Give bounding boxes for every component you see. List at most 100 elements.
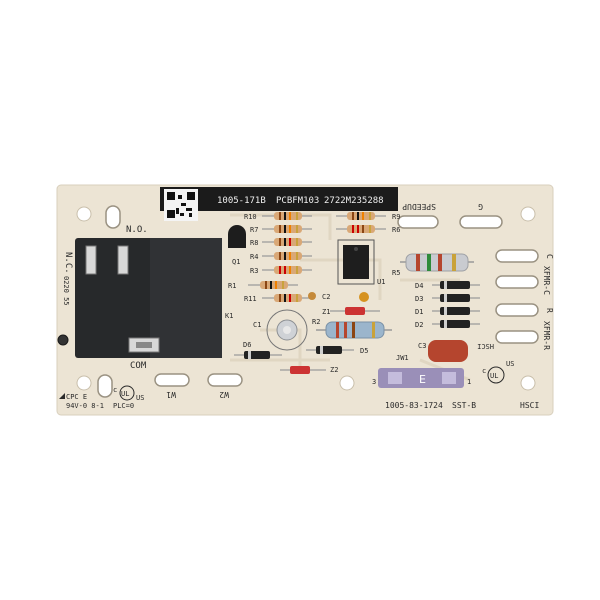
resistor-r1 — [248, 281, 298, 289]
terminal-w2-label: W2 — [219, 390, 229, 399]
pcb-code: PCBFM103 — [276, 196, 319, 206]
resistor-r6 — [336, 225, 386, 233]
plc-label: PLC=0 — [113, 402, 134, 410]
designator-r10: R10 — [244, 213, 257, 221]
resistor-r7 — [262, 225, 312, 233]
diode-d3 — [432, 294, 480, 302]
designator-d6: D6 — [243, 341, 251, 349]
mounting-holes — [57, 206, 536, 391]
mounting-hole — [76, 375, 92, 391]
designator-r2: R2 — [312, 318, 320, 326]
mounting-hole — [76, 206, 92, 222]
ul-mark-right — [487, 366, 505, 384]
designator-k1: K1 — [225, 312, 233, 320]
ul-mark-right-us: US — [506, 360, 514, 368]
designator-c1: C1 — [253, 321, 261, 329]
designator-z1: Z1 — [322, 308, 330, 316]
serial-number: 2722M235288 — [324, 196, 384, 206]
diode-d1 — [432, 307, 480, 315]
slot-r — [495, 303, 539, 317]
designator-r6: R6 — [392, 226, 400, 234]
diode-d4 — [432, 281, 480, 289]
assembly-number: 1005-83-1724 — [385, 401, 443, 410]
slot-w1 — [154, 373, 190, 387]
terminal-slots — [97, 205, 539, 398]
slot-g — [459, 215, 503, 229]
resistor-r11 — [262, 294, 312, 302]
hsci-flipped-label: HSCI — [477, 342, 494, 350]
capacitor-c2 — [308, 292, 369, 302]
ul-mark-left-us: US — [136, 394, 144, 402]
designator-r8: R8 — [250, 239, 258, 247]
designator-d1: D1 — [415, 308, 423, 316]
designator-r9: R9 — [392, 213, 400, 221]
terminal-no-label: N.O. — [126, 225, 148, 235]
terminal-xfmr-r-label: XFMR-R — [542, 321, 551, 350]
resistor-r4 — [262, 252, 312, 260]
designator-d2: D2 — [415, 321, 423, 329]
terminal-c-label: C — [545, 254, 554, 259]
resistor-r9 — [336, 212, 386, 220]
designator-r7: R7 — [250, 226, 258, 234]
ul-mark-left-c: c — [113, 386, 117, 394]
diode-d6 — [234, 351, 282, 359]
zener-z2 — [280, 366, 326, 374]
ul-mark-right-c: c — [482, 367, 486, 375]
slot-xfmr-r — [495, 330, 539, 344]
rating-label: 94V-0 8-1 — [66, 402, 104, 410]
terminal-r-label: R — [545, 308, 554, 313]
terminal-speedup-label: SPEEDUP — [402, 202, 436, 211]
slot-c — [495, 249, 539, 263]
designator-q1: Q1 — [232, 258, 240, 266]
terminal-xfmr-c-label: XFMR-C — [542, 266, 551, 295]
hsci-label: HSCI — [520, 401, 539, 410]
designator-r1: R1 — [228, 282, 236, 290]
resistor-r10 — [262, 212, 312, 220]
mounting-hole — [57, 334, 69, 346]
resistor-r3 — [262, 266, 312, 274]
terminal-nc-label: N.C. — [63, 252, 73, 274]
designator-d3: D3 — [415, 295, 423, 303]
ic-u1 — [337, 239, 375, 285]
jumper-pin-left: 3 — [372, 378, 376, 386]
designator-r5: R5 — [392, 269, 400, 277]
resistor-r5 — [400, 253, 474, 272]
jumper-jw1 — [378, 368, 464, 388]
slot-speedup — [397, 215, 439, 229]
ul-mark-right-text: UL — [490, 372, 498, 380]
designator-d4: D4 — [415, 282, 423, 290]
date-code: 0220 55 — [62, 276, 70, 306]
mounting-hole — [520, 206, 536, 222]
vendor-label: CPC E — [66, 393, 87, 401]
diode-d5 — [306, 346, 354, 354]
qr-pattern — [167, 192, 195, 218]
triangle-marker-icon — [59, 393, 65, 399]
jumper-pin-right: 1 — [467, 378, 471, 386]
part-number: 1005-171B — [217, 196, 266, 206]
relay-k1 — [75, 238, 222, 358]
designator-u1: U1 — [377, 278, 385, 286]
resistor-r8 — [262, 238, 312, 246]
resistor-r2 — [316, 321, 392, 339]
designator-r4: R4 — [250, 253, 258, 261]
slot-xfmr-c — [495, 275, 539, 289]
slot-w2 — [207, 373, 243, 387]
label-band — [160, 187, 398, 211]
designator-r3: R3 — [250, 267, 258, 275]
resistor-bank — [248, 212, 312, 302]
terminal-w1-label: W1 — [166, 390, 176, 399]
jumper-letter: E — [419, 373, 426, 386]
designator-d5: D5 — [360, 347, 368, 355]
mounting-hole — [520, 375, 536, 391]
designator-z2: Z2 — [330, 366, 338, 374]
designator-jw1: JW1 — [396, 354, 409, 362]
slot-no — [105, 205, 121, 229]
designator-r11: R11 — [244, 295, 257, 303]
capacitor-c1 — [266, 309, 308, 351]
ul-mark-left — [119, 385, 135, 401]
terminal-g-label: G — [478, 202, 483, 211]
terminal-com-label: COM — [130, 361, 147, 371]
model-label: SST-B — [452, 401, 476, 410]
ul-mark-left-text: UL — [121, 390, 129, 398]
